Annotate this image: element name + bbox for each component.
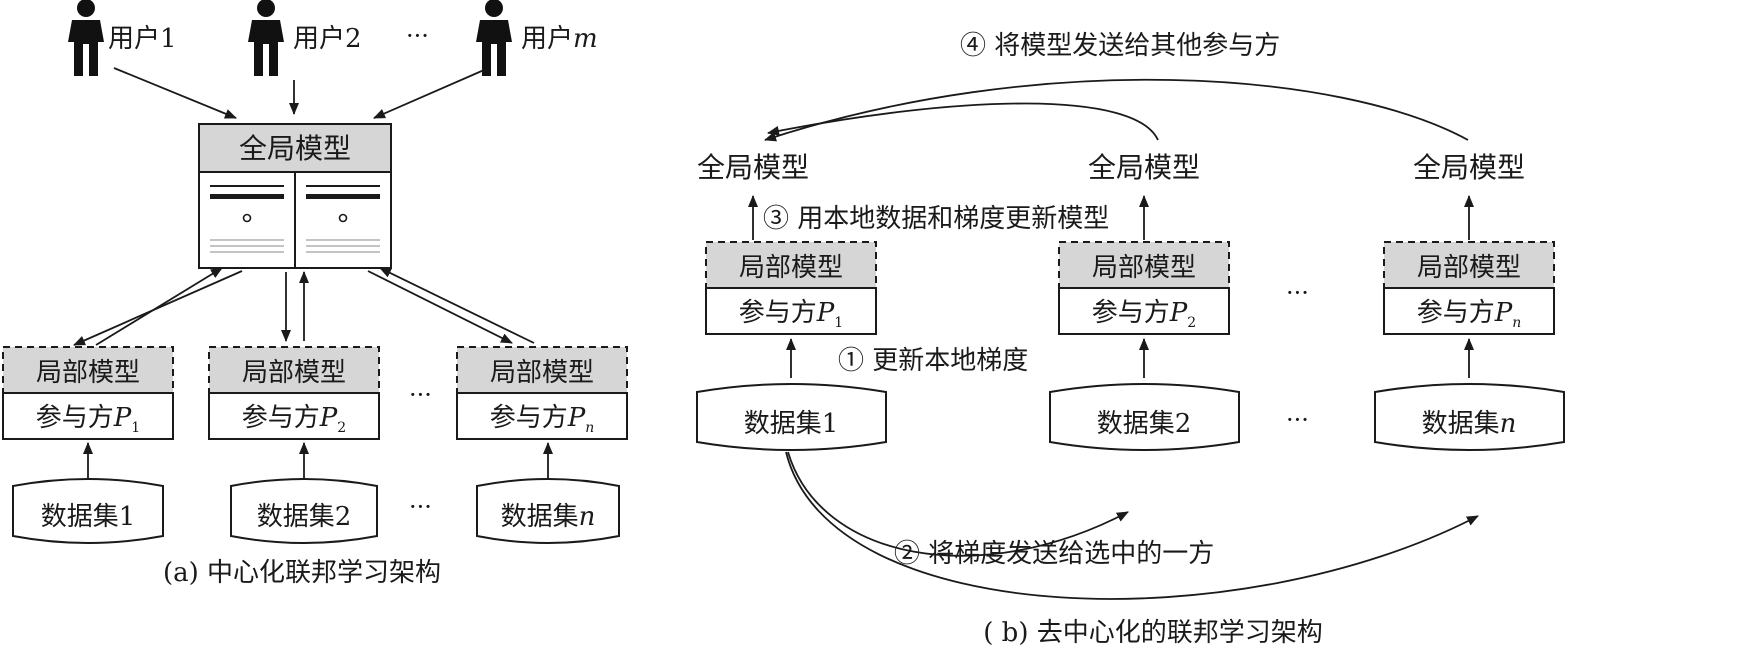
local-model-box [2,346,174,394]
svg-text:用户2: 用户2 [293,24,362,54]
dataset-label: 数据集n [501,502,596,532]
dataset-cylinder [230,478,378,544]
step3-label: ③ 用本地数据和梯度更新模型 [763,204,1109,234]
left-caption: (a) 中心化联邦学习架构 [163,558,441,588]
local-model-label: 局部模型 [490,358,594,388]
user-name: 用户 [521,24,573,54]
step1-label: ① 更新本地梯度 [838,346,1028,376]
user-m: 用户m [476,0,598,76]
local-model-box [705,241,877,289]
user-name: 用户 [293,24,345,54]
dataset-label: 数据集2 [257,502,352,532]
participant-box [1383,287,1555,335]
global-model-label-2: 全局模型 [1088,151,1200,184]
local-model-box [456,346,628,394]
user-index: 2 [345,24,362,54]
participant-box [456,392,628,440]
participant-label: 参与方Pn [1417,298,1522,331]
dataset-label: 数据集n [1422,409,1517,439]
dataset-label: 数据集1 [744,409,839,439]
user-icon [476,0,512,76]
user-name: 用户 [108,24,160,54]
left-participant-2: 局部模型 参与方P2 数据集2 [208,346,380,544]
datasets-ellipsis: ··· [409,493,432,521]
svg-text:用户1: 用户1 [108,24,177,54]
participant-label: 参与方Pn [490,403,595,436]
left-participant-1: 局部模型 参与方P1 数据集1 [2,346,174,544]
step2-arrows [785,451,1479,600]
step2-label: ② 将梯度发送给选中的一方 [894,539,1214,569]
participant-label: 参与方P1 [36,403,140,436]
local-model-box [208,346,380,394]
global-model-label: 全局模型 [239,132,351,165]
user-icon [248,0,284,76]
user-index: 1 [160,24,177,54]
svg-text:用户m: 用户m [521,24,598,54]
global-model-server: 全局模型 [198,123,392,269]
local-model-box [1383,241,1555,289]
global-model-label-n: 全局模型 [1413,151,1525,184]
local-model-label: 局部模型 [1092,253,1196,283]
participant-box [1058,287,1230,335]
local-model-box [1058,241,1230,289]
participant-box [2,392,174,440]
user-index: m [573,24,598,54]
right-participant-1: 局部模型 参与方P1 数据集1 [696,241,887,451]
participant-label: 参与方P1 [739,298,843,331]
participant-box [208,392,380,440]
dataset-cylinder [696,383,887,451]
left-participant-n: 局部模型 参与方Pn 数据集n [456,346,628,544]
local-model-label: 局部模型 [242,358,346,388]
dataset-cylinder [1049,383,1240,451]
right-participant-2: 局部模型 参与方P2 数据集2 [1049,241,1240,451]
right-caption: ( b) 去中心化的联邦学习架构 [983,618,1322,648]
user-1: 用户1 [68,0,177,76]
global-local-arrows [73,267,535,346]
right-participant-n: 局部模型 参与方Pn 数据集n [1374,241,1565,451]
local-model-label: 局部模型 [739,253,843,283]
user-icon [68,0,104,76]
local-to-global-arrows [748,195,1474,240]
participants-ellipsis: ··· [409,381,432,409]
step4-label: ④ 将模型发送给其他参与方 [960,31,1280,61]
server-rack-icon [210,185,380,253]
decentralized-architecture: ④ 将模型发送给其他参与方 全局模型 全局模型 全局模型 ③ 用本地数据和梯度更… [696,31,1565,648]
global-model-label-1: 全局模型 [697,151,809,184]
participants-ellipsis: ··· [1286,279,1309,307]
step4-arrows [764,78,1469,142]
dataset-cylinder [12,478,164,544]
datasets-ellipsis: ··· [1286,406,1309,434]
dataset-cylinder [476,478,620,544]
participant-box [705,287,877,335]
dataset-label: 数据集1 [41,502,136,532]
participant-label: 参与方P2 [242,403,346,436]
dataset-label: 数据集2 [1097,409,1192,439]
user-to-global-arrows [113,67,485,119]
dataset-cylinder [1374,383,1565,451]
local-model-label: 局部模型 [36,358,140,388]
local-model-label: 局部模型 [1417,253,1521,283]
centralized-architecture: 用户1 用户2 ··· 用户m 全局模型 [2,0,628,588]
users-ellipsis: ··· [406,22,429,50]
participant-label: 参与方P2 [1092,298,1196,331]
user-2: 用户2 [248,0,362,76]
